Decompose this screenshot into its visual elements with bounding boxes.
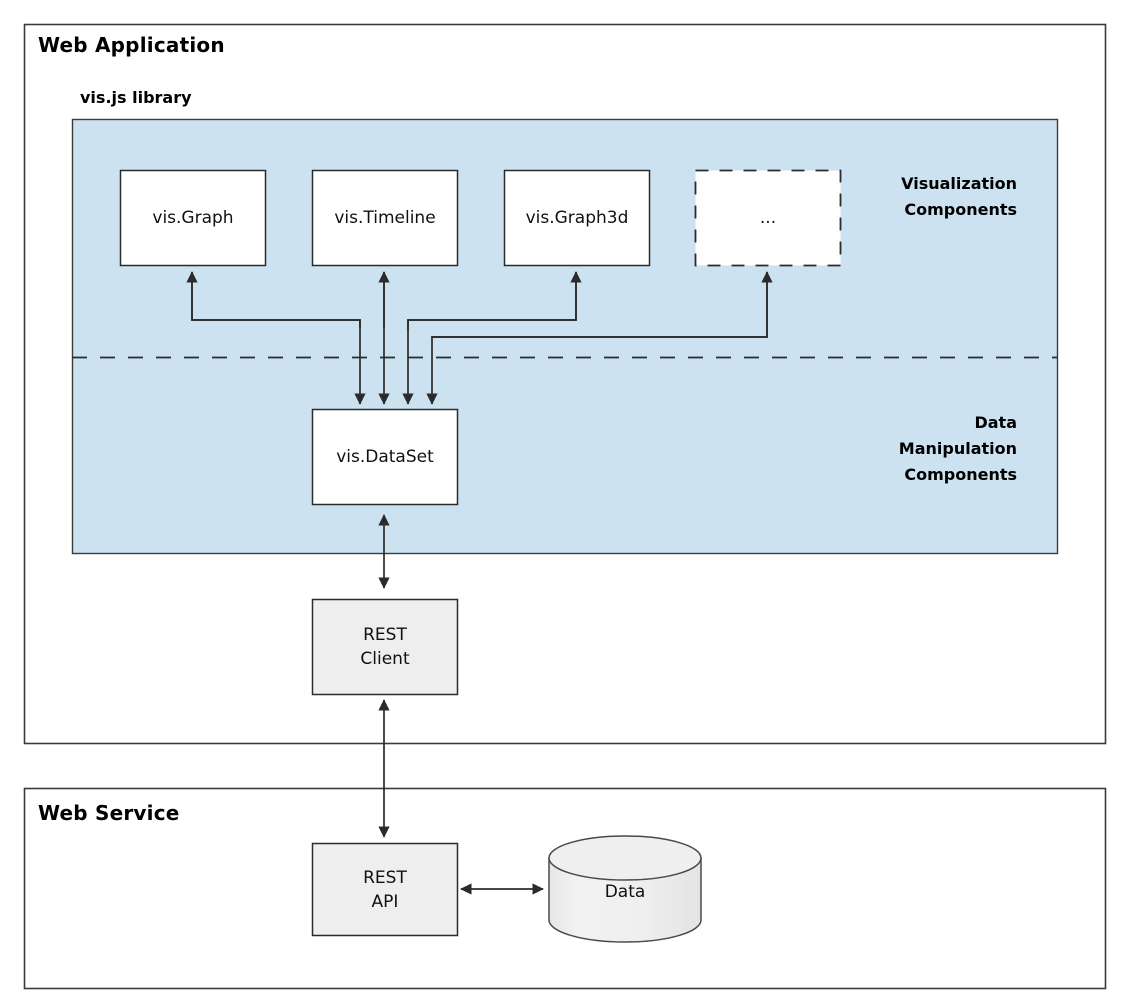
node-label-more-placeholder: ... (759, 208, 777, 228)
node-vis-timeline[interactable] (311, 169, 459, 267)
visjs-library-title: vis.js library (80, 88, 192, 107)
node-more-placeholder[interactable] (694, 169, 842, 267)
arrow-more-to-dataset (426, 272, 768, 405)
node-vis-dataset[interactable] (311, 408, 459, 506)
node-vis-graph3d[interactable] (503, 169, 651, 267)
zone-label-data-manipulation-line-1: Data (974, 413, 1017, 432)
zone-label-data-manipulation: Data Manipulation Components (717, 410, 1017, 488)
arrow-vis-graph3d-to-dataset (402, 272, 577, 405)
node-data-store[interactable] (548, 835, 702, 943)
arrow-vis-graph-to-dataset (191, 272, 366, 405)
zone-label-visualization-line-2: Components (904, 200, 1017, 219)
zone-label-data-manipulation-line-3: Components (904, 465, 1017, 484)
zone-label-visualization: Visualization Components (717, 171, 1017, 223)
frame-title-web-application: Web Application (38, 33, 225, 57)
node-vis-graph[interactable] (119, 169, 267, 267)
node-rest-api[interactable] (311, 842, 459, 937)
frame-title-web-service: Web Service (38, 801, 180, 825)
node-rest-client[interactable] (311, 598, 459, 696)
zone-label-data-manipulation-line-2: Manipulation (898, 439, 1017, 458)
zone-label-visualization-line-1: Visualization (901, 174, 1017, 193)
